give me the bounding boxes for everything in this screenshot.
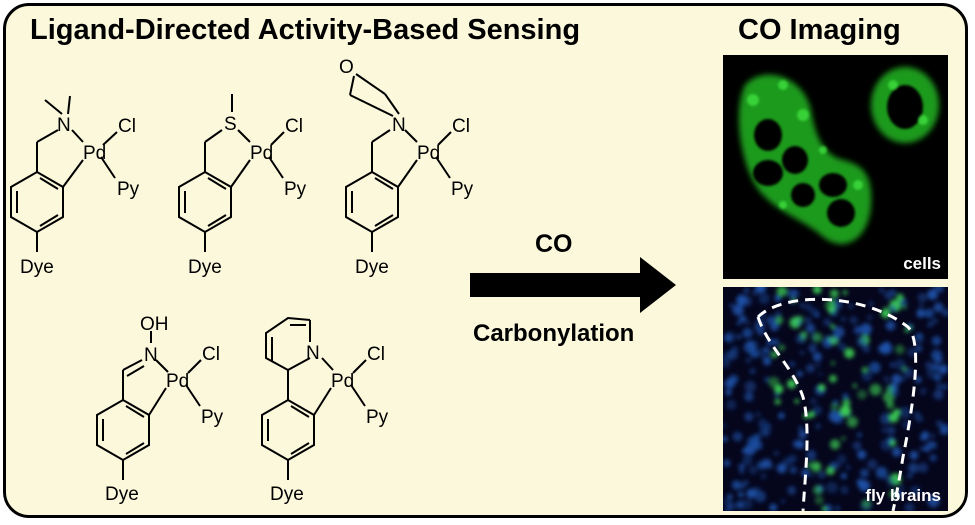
fly-brains-image: fly brains — [723, 287, 948, 511]
mol4-cl-atom: Cl — [202, 344, 220, 365]
mol1-pd-atom: Pd — [83, 143, 106, 164]
main-title: Ligand-Directed Activity-Based Sensing — [30, 14, 581, 46]
mol5-pd-atom: Pd — [331, 371, 354, 392]
mol4-py-ligand: Py — [201, 407, 224, 428]
reagent-label: CO — [535, 230, 573, 258]
mol2-py-ligand: Py — [284, 179, 307, 200]
mol2-s-atom: S — [224, 114, 237, 135]
process-label: Carbonylation — [473, 320, 635, 347]
mol2-pd-atom: Pd — [250, 143, 273, 164]
mol1-py-ligand: Py — [117, 179, 140, 200]
cells-label: cells — [903, 254, 941, 273]
mol3-cl-atom: Cl — [452, 116, 470, 137]
mol4-dye: Dye — [105, 484, 139, 505]
mol5-n-atom: N — [306, 343, 320, 364]
mol3-n-atom: N — [392, 115, 406, 136]
mol3-o-atom: O — [339, 57, 354, 78]
mol3-py-ligand: Py — [451, 179, 474, 200]
reaction-arrow — [470, 257, 676, 313]
mol4-n-atom: N — [144, 345, 158, 366]
cells-image: cells — [723, 55, 948, 279]
fly-brain-signal — [723, 287, 948, 511]
mol5-dye: Dye — [270, 484, 304, 505]
mol3-pd-atom: Pd — [417, 143, 440, 164]
mol1-dye: Dye — [20, 257, 54, 278]
mol1-cl-atom: Cl — [118, 116, 136, 137]
mol1-n-atom: N — [57, 115, 71, 136]
imaging-title: CO Imaging — [738, 14, 901, 46]
mol3-dye: Dye — [355, 257, 389, 278]
mol5-cl-atom: Cl — [367, 344, 385, 365]
mol2-cl-atom: Cl — [285, 116, 303, 137]
mol4-pd-atom: Pd — [166, 371, 189, 392]
mol4-oh-group: OH — [140, 314, 169, 335]
mol5-py-ligand: Py — [366, 407, 389, 428]
fly-brains-label: fly brains — [865, 486, 941, 505]
mol2-dye: Dye — [188, 257, 222, 278]
